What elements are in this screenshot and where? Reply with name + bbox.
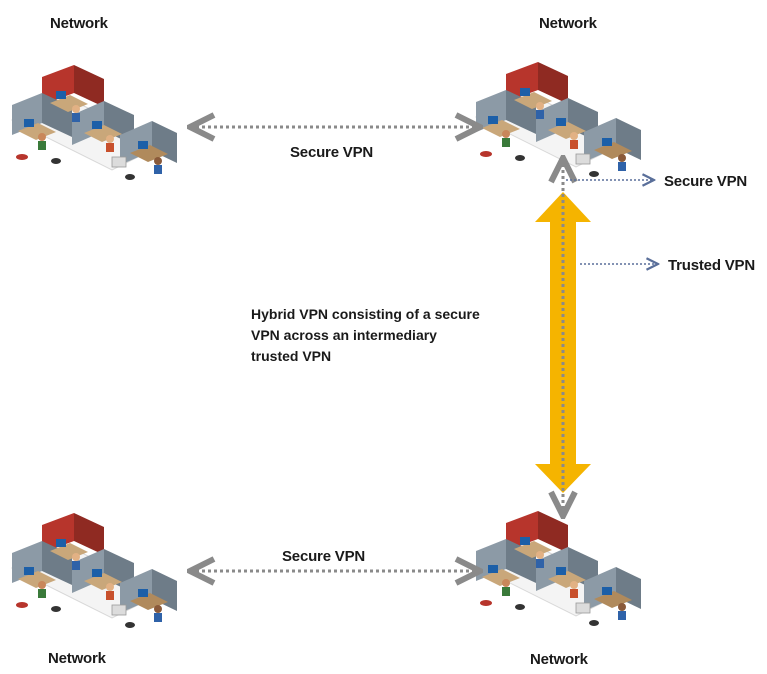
secure-vpn-bottom-label: Secure VPN [282,548,366,565]
network-top-right-label: Network [539,15,597,32]
network-bottom-right-icon [475,510,642,627]
legend-secure-vpn-label: Secure VPN [664,173,748,190]
description-line-2: VPN across an intermediary [251,327,437,343]
description-line-3: trusted VPN [251,348,332,364]
network-top-right-icon [475,61,642,178]
hybrid-vpn-description: Hybrid VPN consisting of a secure VPN ac… [251,304,521,367]
description-line-1: Hybrid VPN consisting of a secure [251,306,480,322]
network-bottom-right-label: Network [530,651,588,668]
secure-vpn-top-label: Secure VPN [290,144,374,161]
network-bottom-left-icon [11,512,178,629]
network-top-left-icon [11,64,178,181]
network-bottom-left-label: Network [48,650,106,667]
legend-trusted-vpn-label: Trusted VPN [668,257,755,274]
network-top-left-label: Network [50,15,108,32]
